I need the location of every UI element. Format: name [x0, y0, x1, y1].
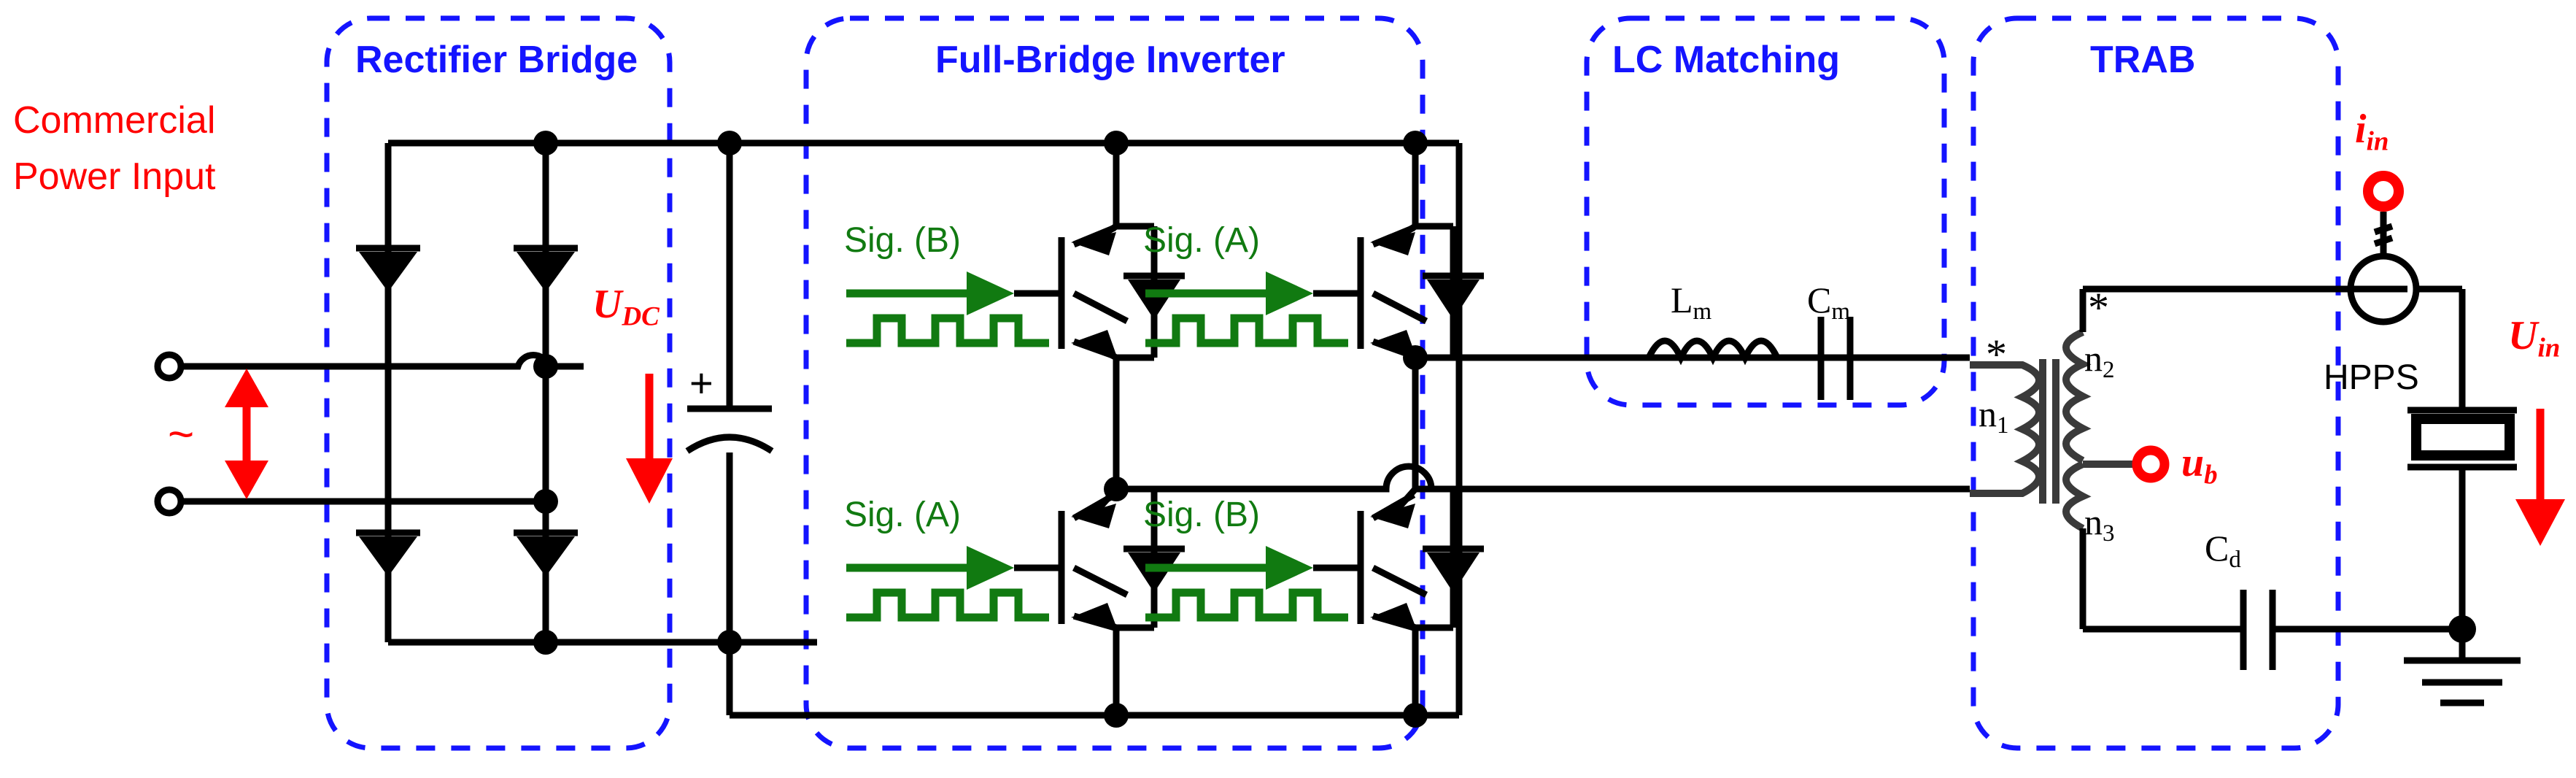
gate-signal-top-right — [1145, 271, 1348, 347]
transformer-secondary-n3-winding — [2062, 461, 2092, 532]
input-label-line1: Commercial — [13, 99, 216, 142]
capacitor-cm-label: Cm — [1807, 279, 1850, 326]
junction-dot — [533, 131, 558, 155]
iin-sub: in — [2366, 126, 2389, 156]
junction-dot — [1403, 703, 1428, 728]
capacitor-cd-label: Cd — [2205, 527, 2241, 574]
section-title-lc: LC Matching — [1612, 39, 1840, 81]
junction-dot — [1104, 131, 1129, 155]
gate-signal-bottom-right — [1145, 546, 1348, 622]
n1-sub: 1 — [1997, 412, 2009, 439]
inductor-base: L — [1671, 280, 1693, 320]
junction-dot — [1104, 477, 1129, 501]
capacitor-cm — [1817, 317, 1854, 400]
section-box-lc — [1584, 15, 1947, 408]
inductor-label: Lm — [1671, 279, 1711, 326]
hpps-transducer — [2407, 407, 2517, 471]
secondary-n3-label: n3 — [2084, 501, 2115, 547]
cd-base: C — [2205, 528, 2229, 569]
junction-dot — [1104, 703, 1129, 728]
ground-symbol — [2404, 629, 2521, 706]
uin-arrow — [2515, 409, 2565, 546]
n3-sub: 3 — [2103, 520, 2115, 547]
diode-d1 — [356, 244, 420, 292]
junction-dot — [1403, 131, 1428, 155]
transformer-primary-winding — [1970, 361, 2043, 497]
n2-base: n — [2084, 338, 2103, 379]
n2-sub: 2 — [2103, 357, 2115, 384]
ub-base: u — [2181, 440, 2205, 485]
input-terminal-top — [154, 351, 185, 382]
cd-sub: d — [2229, 547, 2241, 574]
inductor-lm — [1645, 337, 1781, 366]
n1-base: n — [1979, 393, 1997, 434]
iin-label: iin — [2355, 106, 2389, 156]
ac-symbol: ~ — [168, 409, 195, 460]
gate-signal-top-left — [846, 271, 1049, 347]
uin-sub: in — [2537, 332, 2561, 363]
input-terminal-bottom — [154, 486, 185, 517]
n3-base: n — [2084, 501, 2103, 542]
junction-dot — [533, 630, 558, 655]
junction-dot-input-bottom — [533, 489, 558, 514]
gate-label-bottom-left: Sig. (A) — [844, 496, 962, 534]
secondary-dot-marker: * — [2088, 284, 2109, 331]
cm-base: C — [1807, 280, 1832, 320]
ub-terminal — [2132, 445, 2170, 483]
capacitor-cd — [2240, 590, 2276, 670]
section-title-rectifier: Rectifier Bridge — [355, 39, 638, 81]
inv-out-bottom-wire — [1116, 463, 1970, 493]
junction-dot — [1403, 345, 1428, 370]
input-label-line2: Power Input — [13, 155, 216, 198]
diode-d2 — [356, 529, 420, 577]
gate-label-bottom-right: Sig. (B) — [1143, 496, 1261, 534]
cap-polarity-plus: + — [689, 360, 713, 406]
cm-sub: m — [1831, 299, 1851, 326]
iin-squiggle — [2373, 223, 2394, 247]
transformer-secondary-n2-winding — [2062, 328, 2092, 464]
primary-turns-label: n1 — [1979, 393, 2009, 439]
udc-base: U — [592, 282, 622, 327]
junction-dot-input-top — [533, 354, 558, 379]
udc-sub: DC — [622, 301, 660, 331]
primary-dot-marker: * — [1986, 331, 2007, 378]
section-box-trab — [1970, 15, 2341, 751]
diode-d3 — [514, 244, 578, 292]
uin-label: Uin — [2508, 312, 2560, 363]
section-box-inverter — [803, 15, 1426, 751]
gate-label-top-right: Sig. (A) — [1143, 221, 1261, 260]
igbt-bottom-left — [1014, 485, 1185, 631]
iin-base: i — [2355, 107, 2367, 152]
udc-label: UDC — [592, 281, 660, 331]
dc-link-capacitor — [685, 405, 774, 454]
ub-sub: b — [2204, 459, 2218, 490]
igbt-top-left — [1014, 223, 1185, 361]
inductor-sub: m — [1693, 299, 1712, 326]
hpps-label: HPPS — [2324, 358, 2419, 397]
ub-label: ub — [2181, 439, 2218, 490]
gate-label-top-left: Sig. (B) — [844, 221, 962, 260]
section-title-inverter: Full-Bridge Inverter — [935, 39, 1285, 81]
secondary-n2-label: n2 — [2084, 337, 2115, 384]
iin-terminal — [2363, 171, 2404, 212]
section-box-rectifier — [324, 15, 673, 751]
diode-d4 — [514, 529, 578, 577]
section-title-trab: TRAB — [2090, 39, 2196, 81]
ac-input-arrow — [225, 369, 268, 499]
udc-arrow — [626, 374, 673, 504]
uin-base: U — [2508, 313, 2538, 358]
gate-signal-bottom-left — [846, 546, 1049, 622]
